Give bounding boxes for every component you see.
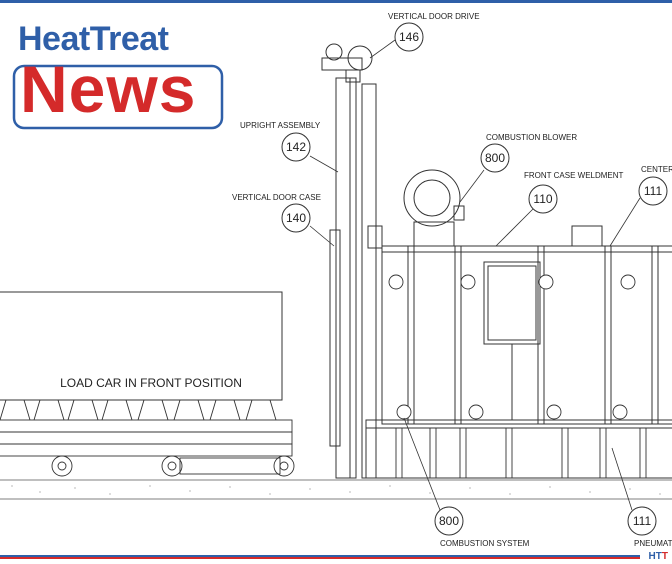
bottom-stripe-red: [0, 557, 640, 559]
callout-111-top: 111: [644, 184, 663, 198]
footer-tag-red: T: [661, 551, 668, 562]
logo-heattreat-text: HeatTreat: [18, 20, 169, 58]
label-center: CENTER: [641, 165, 672, 174]
label-pneumatic: PNEUMATI: [634, 539, 672, 548]
callout-800-top: 800: [485, 151, 505, 165]
label-front-case-weldment: FRONT CASE WELDMENT: [524, 171, 624, 180]
label-vertical-door-case: VERTICAL DOOR CASE: [232, 193, 321, 202]
load-box: [0, 291, 283, 401]
callout-142: 142: [286, 140, 306, 154]
bottom-stripe-blue: [0, 555, 640, 557]
top-border: [0, 0, 672, 3]
label-vertical-door-drive: VERTICAL DOOR DRIVE: [388, 12, 480, 21]
callout-circles: [281, 22, 668, 536]
label-upright-assembly: UPRIGHT ASSEMBLY: [240, 121, 321, 130]
callout-110: 110: [533, 192, 552, 206]
callout-146: 146: [399, 30, 419, 44]
label-load-car: LOAD CAR IN FRONT POSITION: [60, 376, 242, 390]
label-combustion-system: COMBUSTION SYSTEM: [440, 539, 530, 548]
combustion-blower: [403, 169, 603, 247]
load-car: [0, 399, 295, 477]
furnace-body: [365, 245, 672, 479]
callout-800-bottom: 800: [439, 514, 459, 528]
label-combustion-blower: COMBUSTION BLOWER: [486, 133, 577, 142]
logo-box: [12, 64, 224, 130]
ground: [0, 479, 672, 500]
footer-tag-blue: HT: [648, 551, 662, 562]
callout-140: 140: [286, 211, 306, 225]
footer-tag: HTT: [649, 551, 668, 562]
burner-ports: [388, 274, 636, 420]
logo-news-text: News: [20, 52, 197, 126]
ground-hatch: [11, 485, 661, 495]
callout-111-bottom: 111: [633, 514, 652, 528]
furnace-legs: [395, 427, 647, 479]
upright-assembly: [321, 43, 383, 479]
leader-lines: [309, 39, 641, 511]
